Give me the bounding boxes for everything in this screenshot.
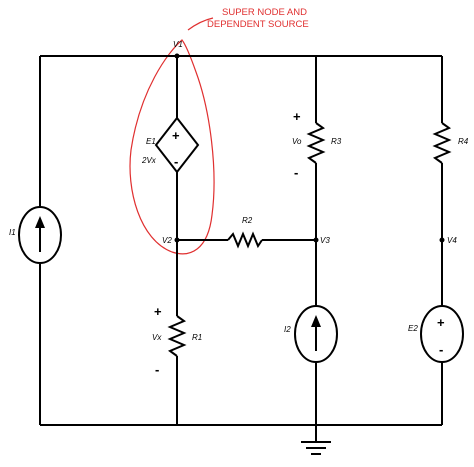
node-v1-label: V1 <box>173 40 183 49</box>
vx-plus-sign: + <box>154 304 162 319</box>
current-source-i2 <box>294 305 338 363</box>
node-v4-dot <box>439 237 445 243</box>
i1-label: I1 <box>9 228 16 237</box>
vo-plus-sign: + <box>293 109 301 124</box>
annotation-line-2: DEPENDENT SOURCE <box>207 19 309 30</box>
vo-minus-sign: - <box>294 165 298 180</box>
e2-minus-sign: - <box>439 342 443 357</box>
e1-label: E1 <box>146 137 156 146</box>
r3-label: R3 <box>331 137 342 146</box>
dependent-source-e1: + - <box>154 116 200 174</box>
r2-label: R2 <box>242 216 253 225</box>
node-v3-dot <box>313 237 319 243</box>
node-v4-label: V4 <box>447 236 457 245</box>
current-source-i1 <box>18 206 62 264</box>
node-v1-dot <box>174 53 180 59</box>
resistor-r4 <box>432 122 452 164</box>
super-node-outline <box>129 39 215 255</box>
e2-label: E2 <box>408 324 418 333</box>
super-node-annotation: SUPER NODE AND DEPENDENT SOURCE <box>129 7 309 255</box>
resistor-r3 <box>306 122 326 164</box>
i2-label: I2 <box>284 325 291 334</box>
resistor-r1 <box>167 315 187 357</box>
resistor-r2 <box>227 231 263 249</box>
vo-label: Vo <box>292 137 302 146</box>
node-v2-label: V2 <box>162 236 172 245</box>
r1-label: R1 <box>192 333 202 342</box>
node-v3-label: V3 <box>320 236 330 245</box>
vx-label: Vx <box>152 333 162 342</box>
e1-minus-sign: - <box>174 154 178 169</box>
e2-plus-sign: + <box>437 315 445 330</box>
vx-minus-sign: - <box>155 362 159 377</box>
annotation-leader-line <box>187 17 214 31</box>
ground-symbol <box>301 425 331 455</box>
r4-label: R4 <box>458 137 469 146</box>
annotation-line-1: SUPER NODE AND <box>222 7 307 18</box>
e1-value-label: 2Vx <box>141 156 157 165</box>
voltage-source-e2: + - <box>420 305 464 363</box>
e1-plus-sign: + <box>172 128 180 143</box>
